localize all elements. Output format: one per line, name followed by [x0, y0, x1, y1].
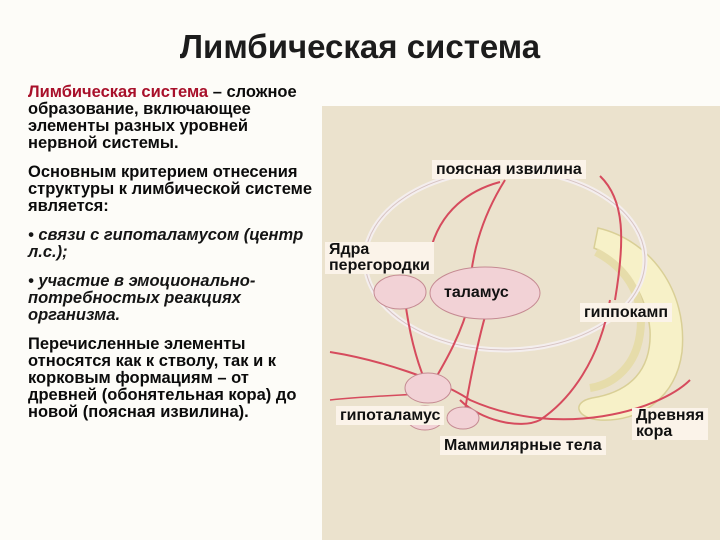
label-thalamus: таламус [444, 284, 509, 301]
connection-septal-cingulate [429, 181, 501, 253]
label-cingulate-gyrus: поясная извилина [432, 160, 586, 179]
label-ancient-cortex: Древняя кора [632, 407, 709, 440]
mammillary-node [446, 406, 480, 430]
definition-rest: – сложное образование, включающее элемен… [28, 83, 297, 152]
label-septal-nuclei: Ядра перегородки [325, 242, 434, 274]
connection-cingulate-hippocampus [599, 175, 623, 301]
hippocampus-shape [578, 227, 684, 421]
description-text: Лимбическая система – сложное образовани… [28, 84, 313, 433]
label-hypothalamus: гипоталамус [336, 406, 445, 425]
label-septal-line1: Ядра [329, 241, 370, 258]
term-highlight: Лимбическая система [28, 83, 209, 101]
label-mammillary-bodies: Маммилярные тела [440, 436, 606, 455]
thalamus-node [429, 266, 541, 320]
page-title: Лимбическая система [179, 28, 541, 65]
label-ancient-line1: Древняя [636, 407, 705, 424]
label-septal-line2: перегородки [329, 257, 430, 274]
septal-node [373, 274, 427, 310]
definition-paragraph: Лимбическая система – сложное образовани… [28, 84, 313, 152]
hypothalamus-node-1 [404, 372, 452, 404]
connection-cortex [329, 351, 691, 421]
criterion-bullet-1: • связи с гипоталамусом (центр л.с.); [28, 226, 304, 261]
label-hippocampus: гиппокамп [580, 303, 673, 322]
label-ancient-line2: кора [636, 423, 673, 440]
criterion-paragraph: Основным критерием отнесения структуры к… [28, 163, 313, 215]
criterion-bullet-2: • участие в эмоционально-потребностых ре… [28, 272, 256, 324]
hippocampus-inner [589, 248, 645, 392]
conclusion-paragraph: Перечисленные элементы относятся как к с… [28, 335, 297, 421]
